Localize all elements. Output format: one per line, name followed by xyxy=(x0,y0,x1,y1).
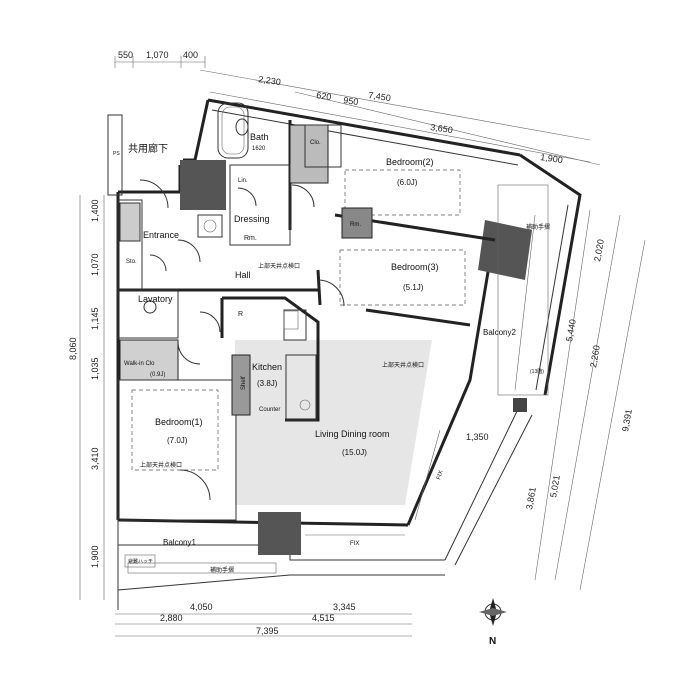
fixtures xyxy=(143,118,311,411)
dim-top-1: 550 xyxy=(118,50,133,60)
dim-left-3410: 3,410 xyxy=(90,447,100,470)
dim-right-5440: 5,440 xyxy=(564,318,578,342)
structural-columns xyxy=(180,160,532,555)
doors xyxy=(139,179,345,501)
north-compass: N xyxy=(479,598,507,647)
handrail-balcony1: 補助手摺 xyxy=(210,566,234,574)
dim-bottom-7395: 7,395 xyxy=(256,626,279,636)
dim-left-1400: 1,400 xyxy=(90,199,100,222)
dim-left-1145: 1,145 xyxy=(90,307,100,330)
balcony-rails xyxy=(124,184,549,574)
dim-inner-1350: 1,350 xyxy=(466,432,489,442)
dim-left-1900: 1,900 xyxy=(90,545,100,568)
walkin-area: (0.9J) xyxy=(150,372,165,378)
interior-walls xyxy=(117,120,496,521)
dim-bottom-2880: 2,880 xyxy=(160,613,183,623)
bedroom2-area: (6.0J) xyxy=(397,178,418,187)
bedroom2-label: Bedroom(2) xyxy=(386,157,434,167)
dressing-rm: Rm. xyxy=(244,235,257,242)
dim-left-1070: 1,070 xyxy=(90,253,100,276)
lavatory-label: Lavatory xyxy=(138,294,173,304)
fix-right: FIX xyxy=(436,470,445,481)
north-label: N xyxy=(489,636,496,647)
dim-diag-3650: 3,650 xyxy=(430,122,454,135)
balcony2-label: Balcony2 xyxy=(483,328,516,337)
dim-right-3861: 3,861 xyxy=(524,486,538,510)
walkin-label: Walk-in Clo xyxy=(124,361,155,367)
dim-left-8060: 8,060 xyxy=(68,337,78,360)
dim-left-1035: 1,035 xyxy=(90,357,100,380)
balcony-rail-note: (13階) xyxy=(530,368,544,375)
dim-bottom-3345: 3,345 xyxy=(333,602,356,612)
ceiling-hatch-hall: 上部天井点検口 xyxy=(258,262,300,270)
dim-top-2: 1,070 xyxy=(146,50,169,60)
dimension-labels: 550 1,070 400 2,230 7,450 620 950 3,650 … xyxy=(68,50,634,636)
bath-label: Bath xyxy=(250,132,269,142)
dim-right-2260: 2,260 xyxy=(588,344,602,368)
ldk-area: (15.0J) xyxy=(342,448,367,457)
bedroom3-area: (5.1J) xyxy=(403,283,424,292)
bedroom1-area: (7.0J) xyxy=(167,436,188,445)
counter-label: Counter xyxy=(259,407,280,413)
shaded-floor xyxy=(235,340,432,505)
room-labels: Bath 1620 Bedroom(2) (6.0J) Bedroom(3) (… xyxy=(124,132,516,547)
kitchen-label: Kitchen xyxy=(252,362,282,372)
annotations: 上部天井点検口 上部天井点検口 上部天井点検口 補助手摺 補助手摺 避難ハッチ … xyxy=(126,140,550,574)
dim-diag-950: 950 xyxy=(343,95,359,107)
dim-right-2020: 2,020 xyxy=(592,238,606,262)
dim-diag-7450: 7,450 xyxy=(368,90,392,103)
corridor: PS 共用廊下 xyxy=(107,114,168,196)
fix-bottom: FIX xyxy=(350,541,359,547)
dim-diag-620: 620 xyxy=(316,90,332,102)
storage-entrance: Sto. xyxy=(126,259,137,265)
corridor-label: 共用廊下 xyxy=(128,142,168,155)
ceiling-hatch-ldk: 上部天井点検口 xyxy=(382,361,424,369)
balcony1-label: Balcony1 xyxy=(163,538,196,547)
dim-bottom-4050: 4,050 xyxy=(190,602,213,612)
bedroom1-label: Bedroom(1) xyxy=(155,417,203,427)
refrigerator-mark: R xyxy=(238,311,243,318)
bathtub xyxy=(217,102,249,159)
dim-right-9391: 9,391 xyxy=(620,408,634,432)
closet-bath: Clo. xyxy=(310,140,321,146)
linen-closet: Lin. xyxy=(238,178,248,184)
closet-bedroom3: Rm. xyxy=(350,222,361,228)
entrance-label: Entrance xyxy=(143,230,179,240)
window-lines xyxy=(305,429,441,536)
bedroom3-label: Bedroom(3) xyxy=(391,262,439,272)
emergency-hatch: 避難ハッチ xyxy=(128,558,153,565)
ps-label: PS xyxy=(113,151,120,157)
handrail-balcony2: 補助手摺 xyxy=(526,223,550,231)
kitchen-area: (3.8J) xyxy=(257,379,278,388)
shelf-label: Shelf xyxy=(241,376,247,390)
dim-bottom-4515: 4,515 xyxy=(312,613,335,623)
bath-size: 1620 xyxy=(252,146,266,152)
dim-diag-1900: 1,900 xyxy=(540,152,564,165)
ldk-label: Living Dining room xyxy=(315,429,390,439)
dimension-lines xyxy=(79,56,646,637)
dim-diag-2230: 2,230 xyxy=(258,74,282,87)
dim-top-3: 400 xyxy=(183,50,198,60)
dim-right-5021: 5,021 xyxy=(548,474,562,498)
hall-label: Hall xyxy=(235,270,251,280)
dressing-label: Dressing xyxy=(234,214,270,224)
ceiling-hatch-bedroom1: 上部天井点検口 xyxy=(140,461,182,469)
